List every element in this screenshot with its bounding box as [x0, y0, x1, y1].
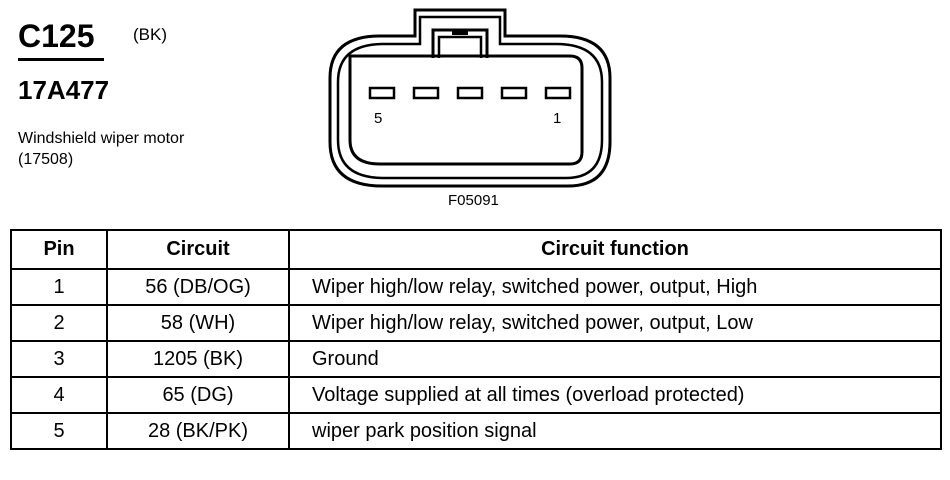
connector-pin-face — [348, 54, 584, 166]
cell-function: Voltage supplied at all times (overload … — [288, 376, 942, 414]
cell-circuit: 58 (WH) — [106, 304, 290, 342]
part-number: 17A477 — [18, 75, 110, 105]
cell-circuit: 1205 (BK) — [106, 340, 290, 378]
cell-function: wiper park position signal — [288, 412, 942, 450]
pin-cavity — [368, 86, 396, 100]
cell-function: Ground — [288, 340, 942, 378]
figure-code: F05091 — [448, 192, 499, 209]
connector-inner-shell — [336, 15, 604, 180]
cell-pin: 5 — [10, 412, 108, 450]
connector-color: (BK) — [133, 25, 167, 44]
locking-tab-inner — [437, 35, 483, 58]
table-header-row: Pin Circuit Circuit function — [10, 229, 942, 270]
pin-label-left: 5 — [374, 110, 382, 127]
cell-circuit: 65 (DG) — [106, 376, 290, 414]
pin-cavity — [456, 86, 484, 100]
connector-face-drawing: 5 1 — [328, 8, 612, 188]
pin-cavities — [368, 86, 572, 100]
connector-id: C125 — [18, 18, 95, 54]
component-description: Windshield wiper motor (17508) — [18, 130, 185, 168]
pin-cavity — [500, 86, 528, 100]
cell-pin: 2 — [10, 304, 108, 342]
cell-pin: 1 — [10, 268, 108, 306]
connector-outer-shell — [328, 8, 612, 188]
cell-pin: 4 — [10, 376, 108, 414]
cell-circuit: 56 (DB/OG) — [106, 268, 290, 306]
pin-cavity — [544, 86, 572, 100]
header-pin: Pin — [10, 229, 108, 270]
pin-label-right: 1 — [553, 110, 561, 127]
cell-circuit: 28 (BK/PK) — [106, 412, 290, 450]
pin-cavity — [412, 86, 440, 100]
cell-function: Wiper high/low relay, switched power, ou… — [288, 268, 942, 306]
header-function: Circuit function — [288, 229, 942, 270]
cell-pin: 3 — [10, 340, 108, 378]
header-circuit: Circuit — [106, 229, 290, 270]
connector-id-underline — [18, 58, 104, 61]
cell-function: Wiper high/low relay, switched power, ou… — [288, 304, 942, 342]
locking-tab-nub — [452, 29, 468, 35]
